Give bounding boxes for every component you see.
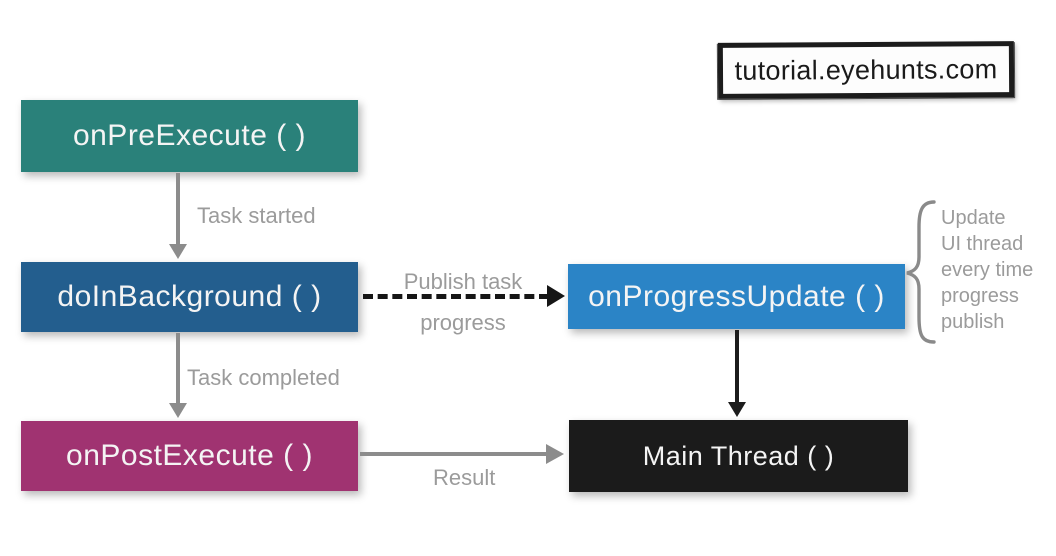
node-mainthread: Main Thread ( ) xyxy=(569,420,908,492)
curly-brace-icon xyxy=(906,200,936,344)
edge-label-publish-line2: progress xyxy=(420,310,506,335)
arrow-post-to-main xyxy=(360,452,548,456)
node-onpostexecute-label: onPostExecute ( ) xyxy=(66,439,313,472)
arrow-pre-to-doin xyxy=(176,173,180,245)
arrow-doin-to-progress-dashed xyxy=(363,294,549,299)
watermark-box: tutorial.eyehunts.com xyxy=(717,41,1015,99)
node-onprogressupdate: onProgressUpdate ( ) xyxy=(568,264,905,329)
annotation-line: progress xyxy=(941,285,1019,307)
annotation-line: Update xyxy=(941,207,1006,229)
watermark-text: tutorial.eyehunts.com xyxy=(734,53,998,86)
node-doinbackground: doInBackground ( ) xyxy=(21,262,358,332)
arrow-doin-to-progress-head xyxy=(547,285,565,307)
annotation-line: every time xyxy=(941,259,1034,281)
arrow-doin-to-post-head xyxy=(169,403,187,418)
arrow-progress-to-main-head xyxy=(728,402,746,417)
edge-label-publish-line1: Publish task xyxy=(403,269,523,294)
arrow-progress-to-main xyxy=(735,330,739,403)
node-onpreexecute-label: onPreExecute ( ) xyxy=(72,119,307,152)
node-doinbackground-label: doInBackground ( ) xyxy=(57,280,322,313)
edge-label-publish-progress: Publish task progress xyxy=(368,268,558,337)
edge-label-result: Result xyxy=(433,465,496,490)
node-mainthread-label: Main Thread ( ) xyxy=(642,440,835,471)
arrow-doin-to-post xyxy=(176,333,180,404)
node-onpostexecute: onPostExecute ( ) xyxy=(21,421,358,491)
arrow-post-to-main-head xyxy=(546,444,564,464)
node-onprogressupdate-label: onProgressUpdate ( ) xyxy=(588,279,885,313)
arrow-pre-to-doin-head xyxy=(169,244,187,259)
node-onpreexecute: onPreExecute ( ) xyxy=(21,100,358,172)
annotation-update-ui: Update UI thread every time progress pub… xyxy=(941,205,1033,335)
annotation-line: UI thread xyxy=(941,233,1024,255)
edge-label-task-completed: Task completed xyxy=(187,365,340,390)
annotation-line: publish xyxy=(941,311,1005,333)
edge-label-task-started: Task started xyxy=(197,203,316,228)
